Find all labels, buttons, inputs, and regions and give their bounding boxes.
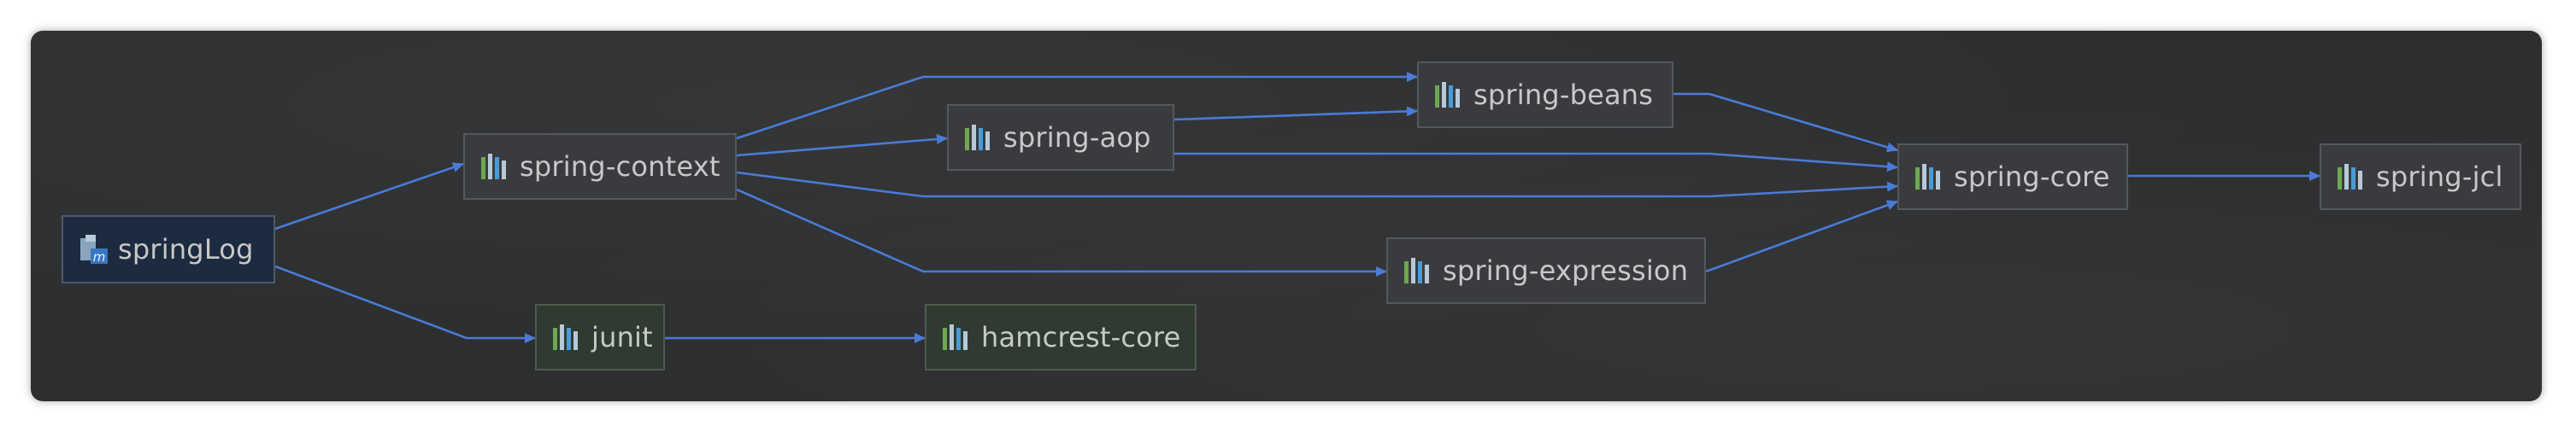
library-icon [479,150,511,183]
node-label: spring-context [520,150,720,183]
library-icon [550,321,583,353]
library-icon [1913,161,1945,193]
library-icon [1402,254,1434,287]
node-spring-aop[interactable]: spring-aop [947,104,1174,171]
library-icon [940,321,973,353]
node-label: hamcrest-core [981,321,1181,353]
node-spring-jcl[interactable]: spring-jcl [2320,143,2521,210]
node-springLog[interactable]: m springLog [62,215,275,283]
node-label: spring-expression [1443,254,1689,287]
node-spring-expression[interactable]: spring-expression [1386,237,1706,304]
node-spring-beans[interactable]: spring-beans [1417,61,1673,128]
node-hamcrest-core[interactable]: hamcrest-core [925,304,1197,371]
svg-text:m: m [93,249,106,265]
node-label: spring-core [1954,161,2110,193]
node-spring-core[interactable]: spring-core [1897,143,2128,210]
node-label: spring-beans [1473,79,1654,111]
library-icon [2335,161,2367,193]
maven-module-icon: m [77,233,109,266]
node-label: spring-aop [1003,121,1151,154]
library-icon [962,121,995,154]
diagram-canvas [31,31,2542,401]
library-icon [1432,79,1465,111]
node-label: springLog [118,233,254,266]
node-spring-context[interactable]: spring-context [463,133,737,200]
node-label: spring-jcl [2376,161,2503,193]
node-junit[interactable]: junit [535,304,665,371]
node-label: junit [591,321,653,353]
